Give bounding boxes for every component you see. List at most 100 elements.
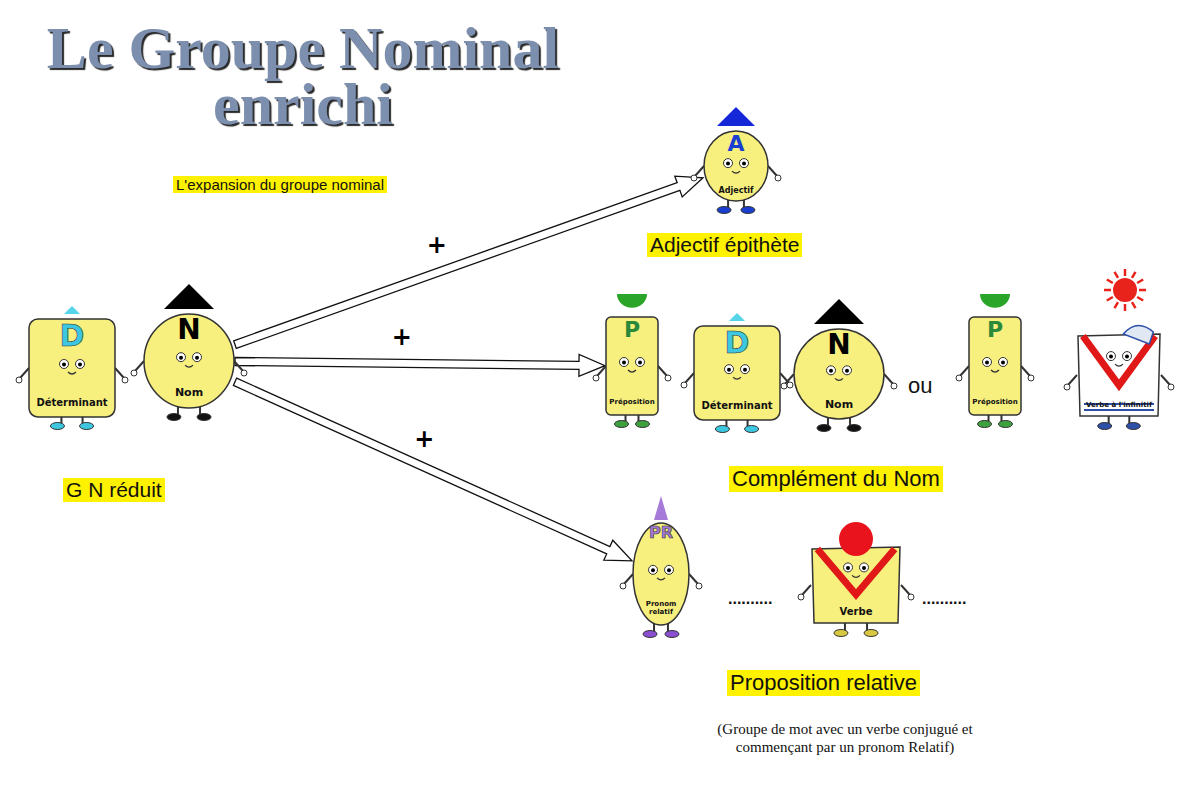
foot [80, 423, 94, 430]
foot [745, 426, 759, 433]
sun-ray [1115, 272, 1119, 278]
eye [649, 565, 658, 574]
character-letter: D [725, 328, 750, 358]
hat-triangle [717, 107, 755, 126]
pupil [727, 368, 731, 372]
hand [691, 175, 697, 181]
leg [1109, 416, 1130, 424]
mouth [732, 171, 740, 173]
caption: (Groupe de mot avec un verbe conjugué et… [680, 720, 1010, 756]
body-round [794, 329, 884, 419]
mouth [733, 377, 741, 379]
foot [717, 207, 731, 214]
pupil [1125, 355, 1129, 359]
mouth [991, 370, 999, 372]
eye [177, 353, 186, 362]
character-label: Déterminant [701, 401, 772, 412]
edge-label: + [392, 325, 412, 349]
hollow-arrow [233, 378, 632, 561]
eye [725, 365, 734, 374]
body-verb [1078, 334, 1160, 416]
foot [834, 630, 848, 637]
foot [615, 421, 629, 428]
hollow-arrow [235, 354, 605, 376]
character-node: PPréposition [605, 316, 659, 416]
hat-triangle [814, 299, 864, 324]
pupil [1109, 355, 1113, 359]
hat-triangle [729, 313, 745, 321]
mouth [68, 372, 76, 374]
hand [593, 375, 599, 381]
foot [197, 414, 211, 421]
character-node: AAdjectif [703, 130, 769, 202]
hand [781, 383, 787, 389]
mouth [852, 575, 860, 577]
eye [860, 563, 869, 572]
hat-triangle [64, 306, 80, 314]
hat-cone [654, 496, 668, 520]
sun [1113, 278, 1137, 302]
mouth [628, 370, 636, 372]
character-label: Adjectif [719, 187, 754, 195]
character-node: NNom [143, 313, 235, 409]
sun-ray [1115, 302, 1119, 308]
leg [845, 623, 867, 631]
eye [983, 358, 992, 367]
sun-ray [1132, 272, 1136, 278]
character-node: NNom [793, 328, 885, 420]
eye [843, 366, 852, 375]
sun-ray [1104, 289, 1111, 292]
character-node: DDéterminant [28, 318, 116, 418]
foot [864, 630, 878, 637]
hand [665, 375, 671, 381]
body-tall [969, 317, 1021, 415]
hand [681, 382, 687, 388]
eye [741, 365, 750, 374]
hand [908, 594, 914, 600]
sun-ray [1124, 269, 1127, 276]
label: ou [908, 373, 932, 399]
foot [643, 631, 657, 638]
body-square [29, 319, 115, 417]
mouth [835, 378, 843, 380]
eye [1123, 352, 1132, 361]
verb-v [1083, 336, 1155, 385]
hand [241, 370, 247, 376]
eye [76, 360, 85, 369]
pupil [743, 368, 747, 372]
hat-dot [839, 522, 873, 556]
character-letter: N [177, 316, 200, 344]
pupil [862, 566, 866, 570]
foot [1126, 423, 1140, 430]
pupil [622, 361, 626, 365]
label: L'expansion du groupe nominal [173, 176, 387, 193]
eye [620, 358, 629, 367]
sailor-cap [1123, 325, 1153, 344]
sun-ray [1137, 280, 1143, 284]
pupil [829, 369, 833, 373]
eye [844, 563, 853, 572]
foot [741, 207, 755, 214]
character-label: Nom [825, 399, 853, 411]
character-letter: P [987, 319, 1003, 341]
body-round [633, 523, 689, 625]
pupil [846, 566, 850, 570]
character-label: Préposition [972, 399, 1017, 406]
pupil [1001, 361, 1005, 365]
mouth [1115, 364, 1123, 366]
character-node: P Préposition [968, 316, 1022, 416]
hat-bowl [617, 294, 647, 308]
eye [665, 565, 674, 574]
sun-ray [1107, 280, 1113, 284]
label: .......... [922, 590, 966, 608]
hand [891, 383, 897, 389]
eye [827, 366, 836, 375]
hat-bowl [980, 294, 1010, 308]
eye [60, 360, 69, 369]
sun-ray [1137, 297, 1143, 301]
foot [978, 421, 992, 428]
foot [635, 421, 649, 428]
character-node: Verbe [810, 545, 902, 625]
label: G N réduit [63, 478, 165, 502]
pupil [179, 356, 183, 360]
